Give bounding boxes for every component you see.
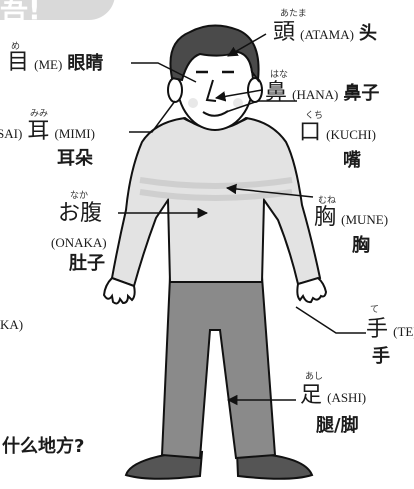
label-te: 手 (TE) bbox=[366, 319, 414, 341]
label-me: 目 (ME) 眼睛 bbox=[7, 52, 103, 74]
onaka-kanji: お腹 bbox=[58, 201, 103, 226]
bottom-question: 什么地方? bbox=[2, 436, 85, 457]
me-romaji: (ME) bbox=[34, 57, 63, 72]
label-atama: 頭 (ATAMA) 头 bbox=[273, 22, 377, 44]
kuchi-kanji: 口 bbox=[299, 120, 322, 145]
label-ashi: 足 (ASHI) bbox=[300, 385, 366, 407]
atama-chinese: 头 bbox=[359, 23, 378, 44]
shoes bbox=[124, 450, 314, 480]
label-hana: 鼻 (HANA) 鼻子 bbox=[265, 82, 379, 104]
atama-kanji: 頭 bbox=[273, 20, 296, 45]
mune-furigana: むね bbox=[318, 196, 337, 206]
page-title: 吾! bbox=[0, 0, 41, 26]
pants bbox=[160, 276, 277, 460]
te-furigana: て bbox=[370, 305, 380, 315]
hana-furigana: はな bbox=[270, 70, 289, 80]
te-romaji: (TE) bbox=[393, 324, 414, 339]
onaka-romaji: (ONAKA) bbox=[51, 235, 107, 250]
label-mimi: SAI) 耳 (MIMI) bbox=[0, 121, 95, 143]
hana-kanji: 鼻 bbox=[265, 80, 288, 105]
partial-left-romaji: KA) bbox=[0, 317, 24, 332]
me-kanji: 目 bbox=[7, 50, 30, 75]
mimi-romaji-partial: SAI) bbox=[0, 126, 23, 141]
mune-romaji: (MUNE) bbox=[341, 212, 389, 227]
label-mune: 胸 (MUNE) bbox=[314, 207, 388, 229]
mimi-kanji: 耳 bbox=[27, 119, 50, 144]
mune-kanji: 胸 bbox=[314, 205, 337, 230]
hana-chinese: 鼻子 bbox=[343, 83, 380, 104]
hana-romaji: (HANA) bbox=[292, 87, 339, 102]
onaka-chinese: 肚子 bbox=[69, 253, 105, 274]
me-furigana: め bbox=[11, 42, 21, 52]
kuchi-furigana: くち bbox=[305, 111, 324, 121]
ashi-chinese: 腿/脚 bbox=[316, 415, 359, 436]
onaka-furigana: なか bbox=[70, 191, 89, 201]
mune-chinese: 胸 bbox=[352, 235, 370, 256]
ashi-kanji: 足 bbox=[300, 383, 323, 408]
head bbox=[167, 24, 263, 131]
ashi-romaji: (ASHI) bbox=[327, 390, 367, 405]
me-chinese: 眼睛 bbox=[67, 53, 104, 74]
title-tab bbox=[0, 0, 115, 20]
kuchi-romaji: (KUCHI) bbox=[326, 127, 376, 142]
mimi-chinese: 耳朵 bbox=[57, 148, 93, 169]
pointer-lines bbox=[118, 33, 366, 406]
atama-furigana: あたま bbox=[280, 9, 307, 19]
ashi-furigana: あし bbox=[305, 372, 324, 382]
kuchi-chinese: 嘴 bbox=[343, 150, 361, 171]
sweater bbox=[110, 116, 322, 288]
te-kanji: 手 bbox=[366, 317, 389, 342]
label-kuchi: 口 (KUCHI) bbox=[299, 122, 376, 144]
mimi-furigana: みみ bbox=[30, 109, 49, 119]
hands bbox=[102, 276, 328, 305]
te-chinese: 手 bbox=[372, 346, 390, 367]
atama-romaji: (ATAMA) bbox=[300, 27, 354, 42]
mimi-romaji: (MIMI) bbox=[54, 126, 95, 141]
